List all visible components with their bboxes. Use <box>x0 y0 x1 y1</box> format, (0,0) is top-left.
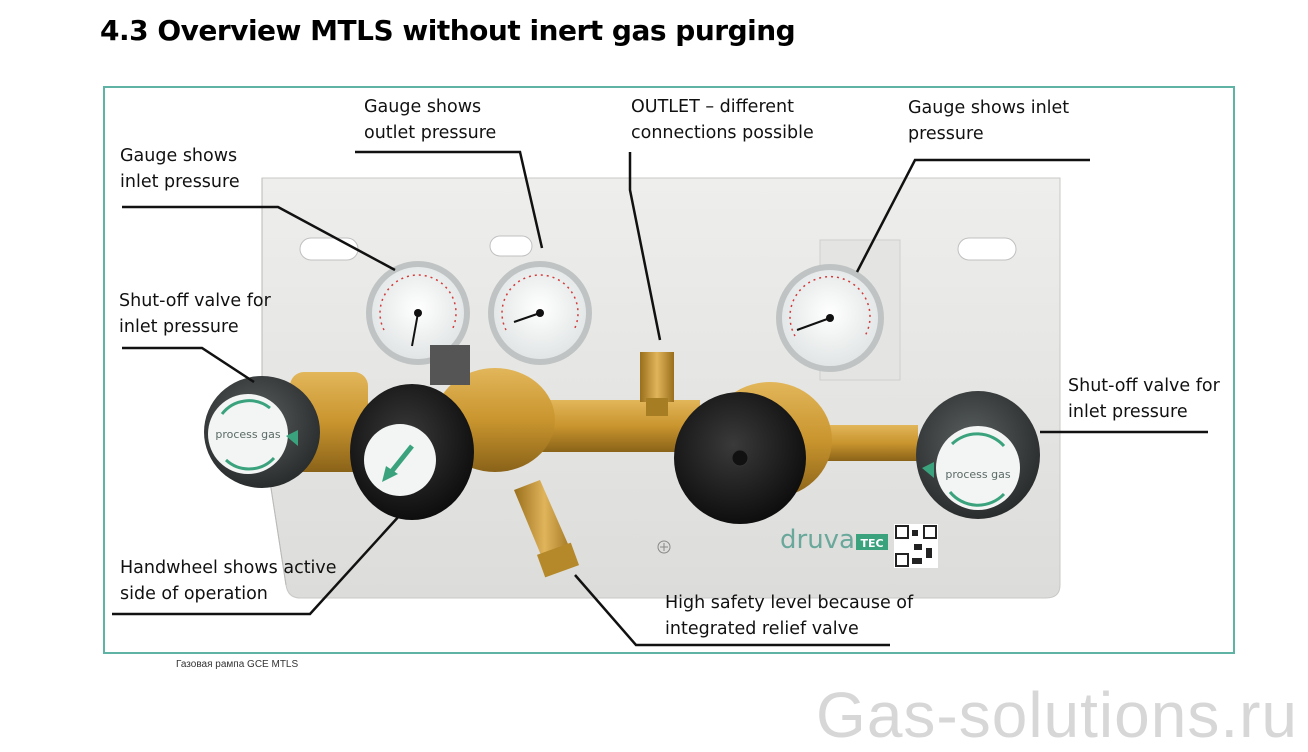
outlet-gauge <box>488 261 592 365</box>
label-line: Gauge shows <box>364 97 482 117</box>
label-shutoff-left: Shut-off valve for inlet pressure <box>119 288 271 340</box>
label-line: Gauge shows <box>120 146 238 166</box>
image-caption: Газовая рампа GCE MTLS <box>176 659 299 670</box>
handwheel-left <box>350 384 474 520</box>
label-line: outlet pressure <box>364 123 497 143</box>
inlet-gauge-left <box>366 261 470 365</box>
svg-text:druva: druva <box>780 525 855 555</box>
right-regulator <box>674 382 832 524</box>
label-line: pressure <box>908 124 984 144</box>
label-line: OUTLET – different <box>631 97 794 117</box>
label-line: connections possible <box>631 123 814 143</box>
label-shutoff-right: Shut-off valve for inlet pressure <box>1068 373 1220 425</box>
slide-title: 4.3 Overview MTLS without inert gas purg… <box>100 14 796 47</box>
label-line: Gauge shows inlet <box>908 98 1070 118</box>
svg-text:process gas: process gas <box>945 468 1010 481</box>
outlet-manifold <box>540 352 918 461</box>
svg-text:TEC: TEC <box>860 537 883 550</box>
label-line: inlet pressure <box>1068 402 1188 422</box>
label-relief-valve: High safety level because of integrated … <box>665 590 913 642</box>
label-handwheel: Handwheel shows active side of operation <box>120 555 337 607</box>
label-line: inlet pressure <box>119 317 239 337</box>
shutoff-knob-right: process gas <box>916 391 1040 519</box>
label-line: Shut-off valve for <box>1068 376 1220 396</box>
shutoff-knob-left: process gas <box>204 376 320 488</box>
watermark: Gas-solutions.ru <box>816 679 1298 751</box>
leader-lines <box>112 150 1208 647</box>
label-line: High safety level because of <box>665 593 914 613</box>
inlet-gauge-right <box>776 264 884 372</box>
label-line: side of operation <box>120 584 268 604</box>
label-line: Shut-off valve for <box>119 291 271 311</box>
qr-code-icon <box>894 524 938 568</box>
label-gauge-inlet-right: Gauge shows inlet pressure <box>908 95 1069 147</box>
brand-logo: druva TEC <box>780 524 938 568</box>
label-gauge-outlet: Gauge shows outlet pressure <box>364 94 496 146</box>
svg-text:process gas: process gas <box>215 428 280 441</box>
relief-valve <box>514 480 580 578</box>
label-outlet: OUTLET – different connections possible <box>631 94 814 146</box>
label-line: inlet pressure <box>120 172 240 192</box>
label-gauge-inlet-left: Gauge shows inlet pressure <box>120 143 240 195</box>
label-line: Handwheel shows active <box>120 558 337 578</box>
label-line: integrated relief valve <box>665 619 859 639</box>
